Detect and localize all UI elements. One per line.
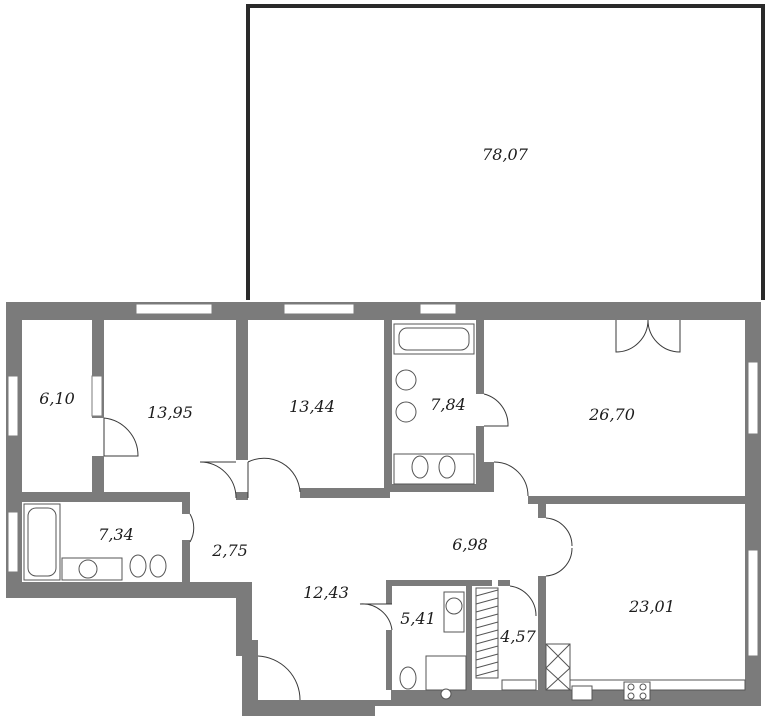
storage-shelving [475, 587, 537, 691]
door [483, 393, 509, 427]
area-label-wc: 5,41 [400, 609, 436, 628]
window [91, 375, 103, 417]
door [509, 585, 537, 617]
doors [103, 319, 681, 701]
toilet [399, 666, 417, 690]
window [747, 549, 759, 657]
area-label-storage: 4,57 [499, 627, 536, 646]
area-label-bathroom-master: 7,84 [430, 395, 466, 414]
sink [78, 559, 98, 579]
window [747, 361, 759, 435]
door [247, 457, 301, 498]
windows [7, 303, 759, 657]
terrace [246, 4, 765, 300]
toilet [129, 554, 147, 578]
terrace-door [615, 319, 681, 353]
window [7, 375, 19, 437]
area-label-vestibule: 2,75 [211, 541, 248, 560]
door [103, 417, 139, 457]
fixtures [23, 323, 475, 700]
area-label-kitchen: 23,01 [628, 597, 675, 616]
window [7, 511, 19, 573]
area-label-bedroom-small: 6,10 [39, 389, 75, 408]
outer-wall [6, 302, 761, 716]
sink [395, 369, 417, 391]
door [199, 461, 237, 499]
shower [425, 655, 467, 691]
sink [445, 597, 463, 615]
area-label-corridor: 6,98 [452, 535, 488, 554]
window [283, 303, 355, 315]
area-label-terrace: 78,07 [482, 145, 529, 164]
area-labels: 78,07 6,10 13,95 13,44 7,84 26,70 7,34 2… [39, 145, 675, 646]
kitchen-fittings [545, 643, 746, 701]
window [135, 303, 213, 315]
area-label-bedroom-a: 13,95 [147, 403, 193, 422]
area-label-bathroom-left: 7,34 [98, 525, 134, 544]
area-label-living-room: 26,70 [588, 405, 635, 424]
sink [395, 401, 417, 423]
door [359, 603, 393, 631]
interior-walls [22, 320, 745, 690]
area-label-hall: 12,43 [303, 583, 349, 602]
toilet [411, 455, 429, 479]
bidet [149, 554, 167, 578]
door [257, 655, 301, 701]
area-label-bedroom-b: 13,44 [289, 397, 335, 416]
door [189, 513, 195, 543]
door [545, 517, 573, 577]
window [419, 303, 457, 315]
door [493, 461, 529, 497]
bidet [438, 455, 456, 479]
